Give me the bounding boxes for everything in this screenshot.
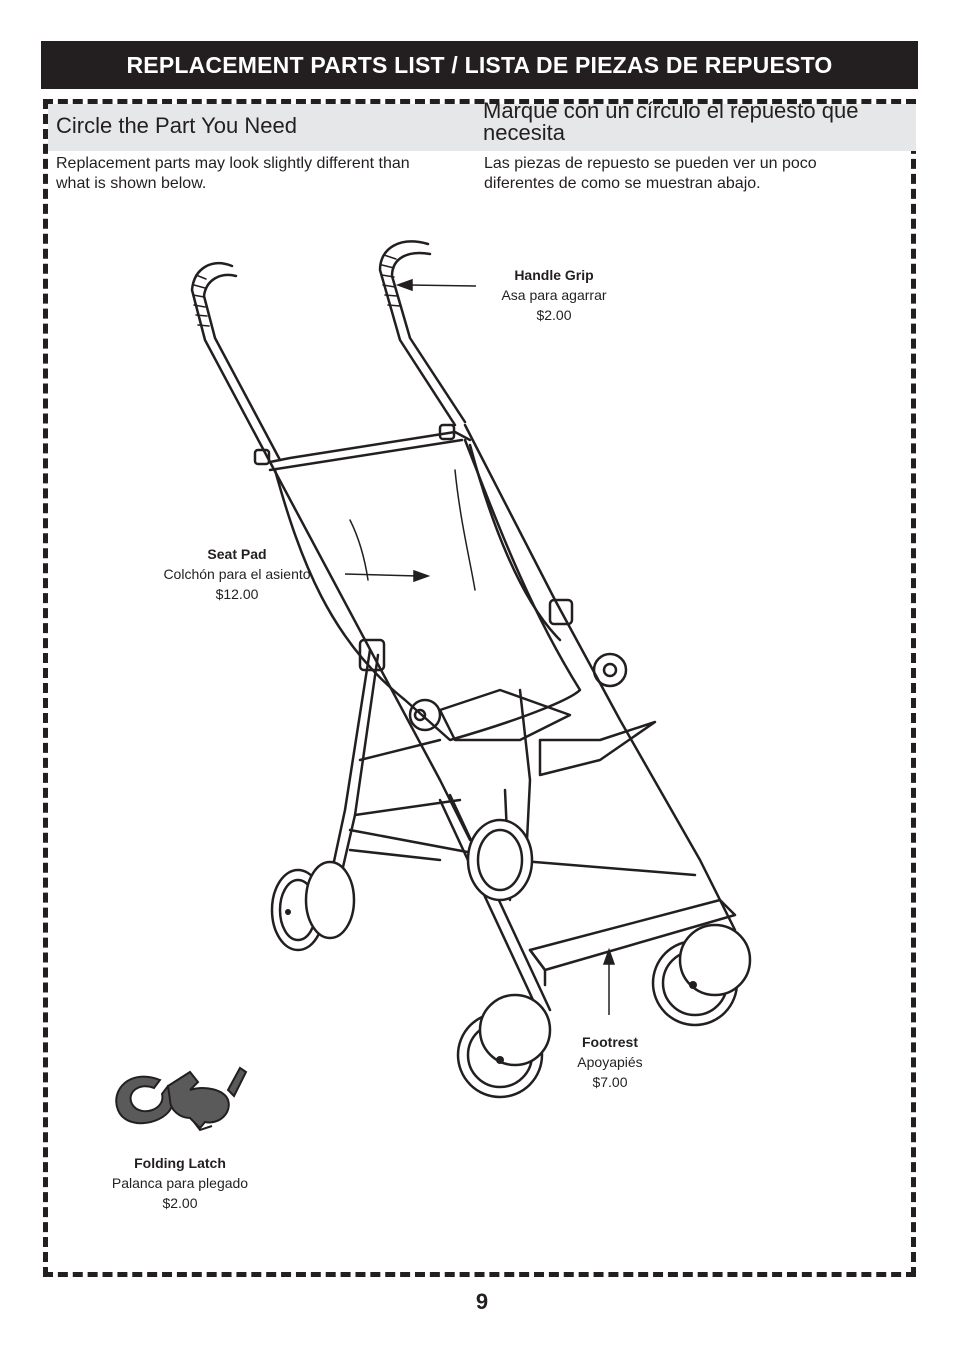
seat-pad-name: Seat Pad (207, 546, 267, 562)
wheel-group (270, 818, 752, 1099)
handle-grip-name: Handle Grip (514, 267, 594, 283)
folding-latch-name: Folding Latch (134, 1155, 226, 1171)
footrest-price: $7.00 (592, 1074, 628, 1090)
seat-top-bar (268, 430, 472, 464)
note-en: Replacement parts may look slightly diff… (56, 155, 410, 192)
folding-latch-price: $2.00 (162, 1195, 198, 1211)
seat-pad-arrow (344, 573, 419, 577)
joint-left (408, 698, 442, 732)
banner-title: REPLACEMENT PARTS LIST / LISTA DE PIEZAS… (41, 41, 918, 89)
left-handle (190, 262, 272, 464)
seat-pad-name-es: Colchón para el asiento (163, 566, 311, 582)
header-title-en: Circle the Part You Need (56, 113, 297, 138)
header-title-es: Marque con un círculo el repuesto que ne… (483, 98, 859, 145)
folding-latch-name-es: Palanca para plegado (111, 1175, 249, 1191)
dashed-frame (43, 99, 916, 1277)
page-number: 9 (475, 1289, 489, 1314)
child-tray (438, 688, 572, 742)
footrest-name: Footrest (582, 1034, 638, 1050)
folding-latch-shape (115, 1066, 248, 1132)
joint-right (592, 652, 628, 688)
right-handle (378, 240, 457, 427)
handle-grip-name-es: Asa para agarrar (501, 287, 607, 303)
seat-pad-price: $12.00 (215, 586, 259, 602)
label-seat-pad: Seat Pad Colchón para el asiento $12.00 (147, 544, 327, 604)
label-footrest: Footrest Apoyapiés $7.00 (550, 1032, 670, 1092)
seat-pad (273, 438, 582, 742)
note-es: Las piezas de repuesto se pueden ver un … (484, 155, 817, 192)
footrest-name-es: Apoyapiés (577, 1054, 643, 1070)
header-bar (48, 104, 916, 151)
label-handle-grip: Handle Grip Asa para agarrar $2.00 (484, 265, 624, 325)
handle-grip-price: $2.00 (536, 307, 572, 323)
handle-grip-arrow (407, 284, 477, 287)
label-folding-latch: Folding Latch Palanca para plegado $2.00 (95, 1153, 265, 1213)
